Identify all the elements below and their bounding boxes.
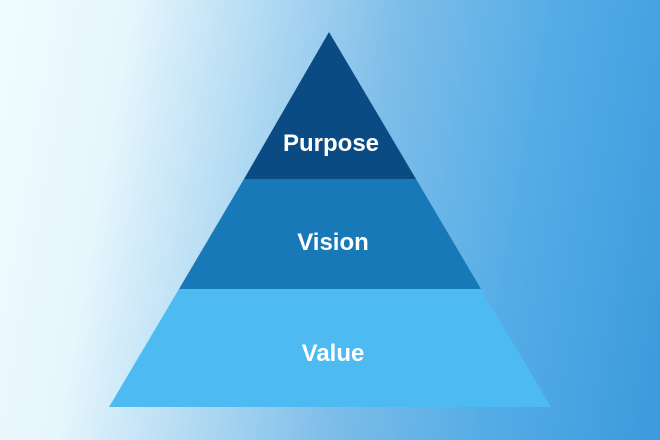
vision-label: Vision <box>297 229 369 256</box>
purpose-label: Purpose <box>283 130 379 157</box>
pyramid-level-vision <box>179 179 481 289</box>
pyramid-level-value <box>109 289 551 407</box>
pyramid-level-purpose <box>244 32 416 179</box>
value-label: Value <box>302 340 365 367</box>
